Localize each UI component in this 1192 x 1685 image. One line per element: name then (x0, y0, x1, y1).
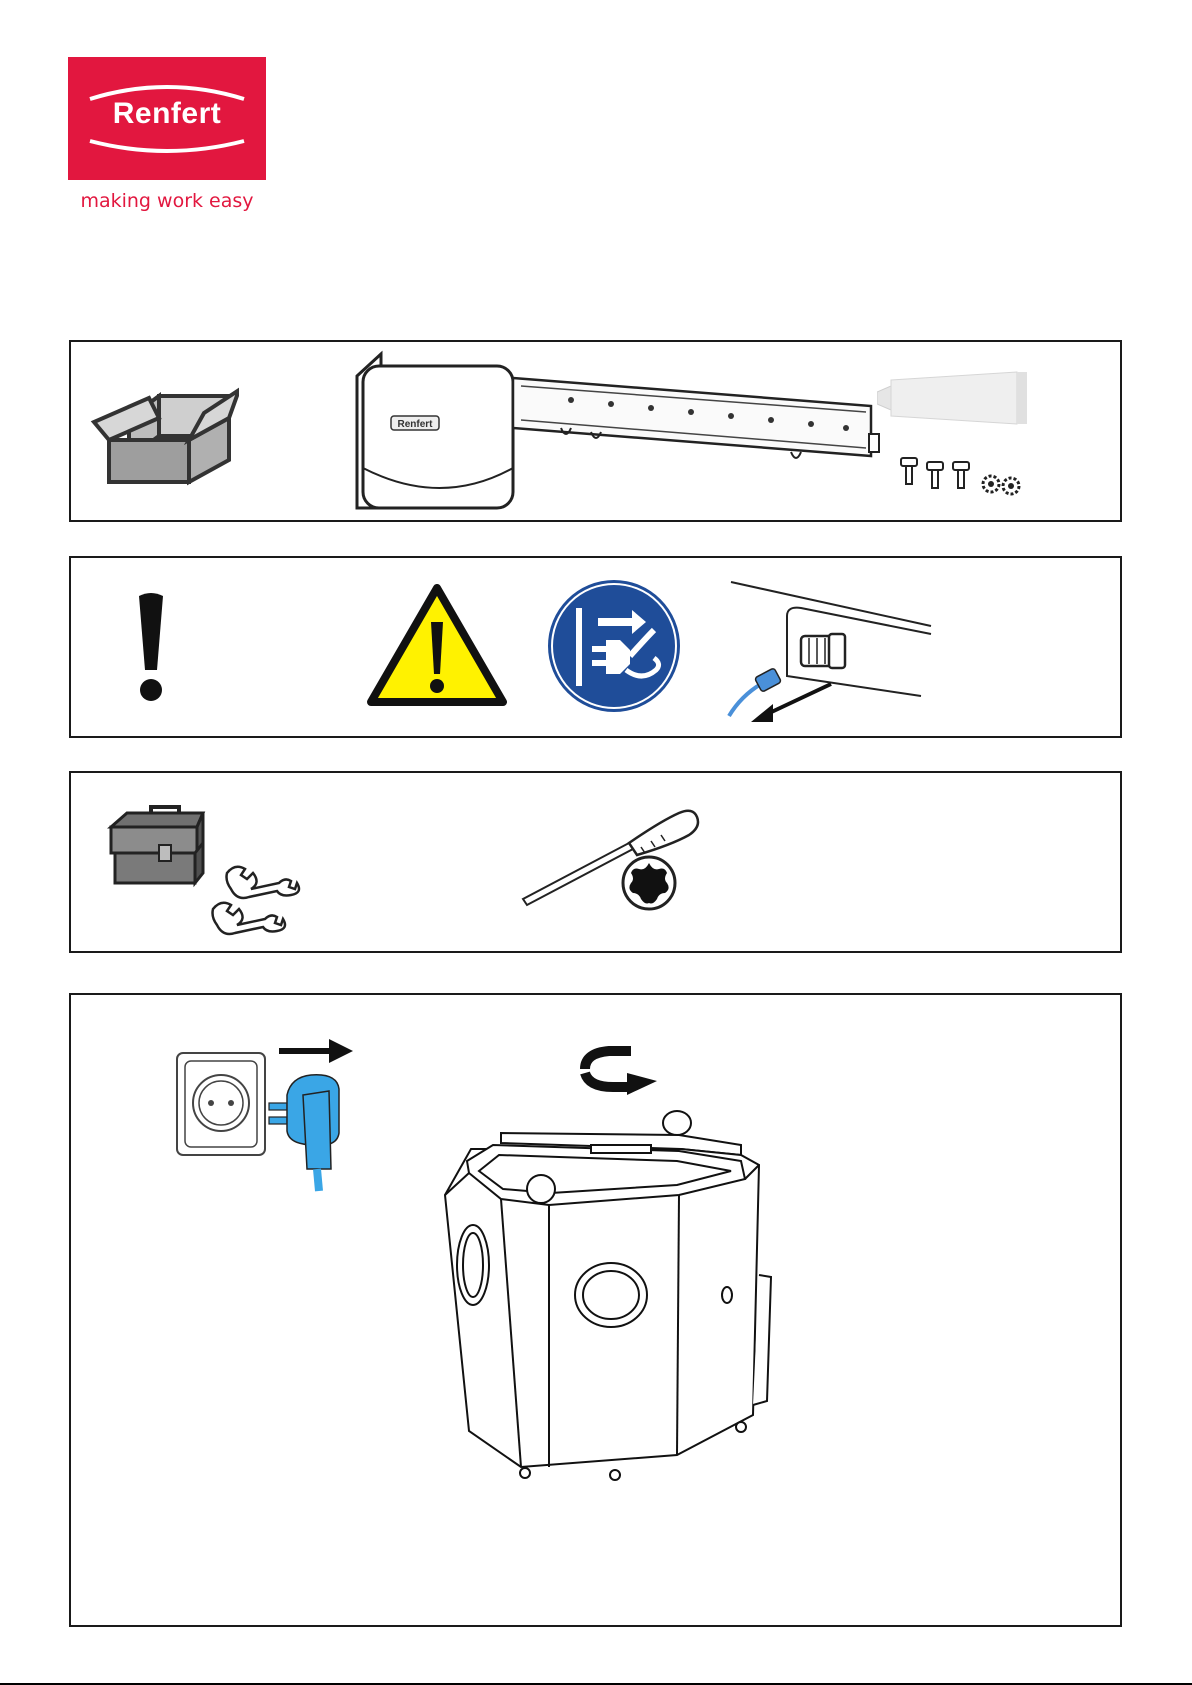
panel-step-1 (69, 993, 1122, 1627)
open-box-icon (89, 378, 239, 488)
warning-triangle-icon (367, 584, 507, 708)
panel-safety (69, 556, 1122, 738)
disconnect-mains-plug-icon (546, 578, 682, 714)
wall-socket-illustration (175, 1049, 267, 1159)
panel-tools (69, 771, 1122, 953)
arrow-right-icon (279, 1039, 353, 1063)
sandblaster-unit-illustration (441, 1105, 841, 1485)
brand-logo: Renfert (68, 57, 266, 180)
exclamation-icon (131, 588, 171, 708)
washers-illustration (979, 472, 1029, 500)
disconnect-air-hose-illustration (721, 576, 941, 726)
wrench-icon (177, 859, 307, 939)
logo-wordmark: Renfert (68, 97, 266, 131)
lubricant-tube-illustration (877, 370, 1097, 426)
screws-illustration (897, 454, 977, 498)
torx-icon (619, 853, 679, 913)
rotate-arrow-icon (579, 1045, 659, 1095)
filter-unit-brand-label: Renfert (397, 419, 433, 430)
mains-plug-illustration (267, 1065, 387, 1195)
panel-scope-of-delivery: Renfert (69, 340, 1122, 522)
filter-unit-illustration: Renfert (351, 348, 941, 518)
brand-tagline: making work easy (68, 190, 266, 212)
